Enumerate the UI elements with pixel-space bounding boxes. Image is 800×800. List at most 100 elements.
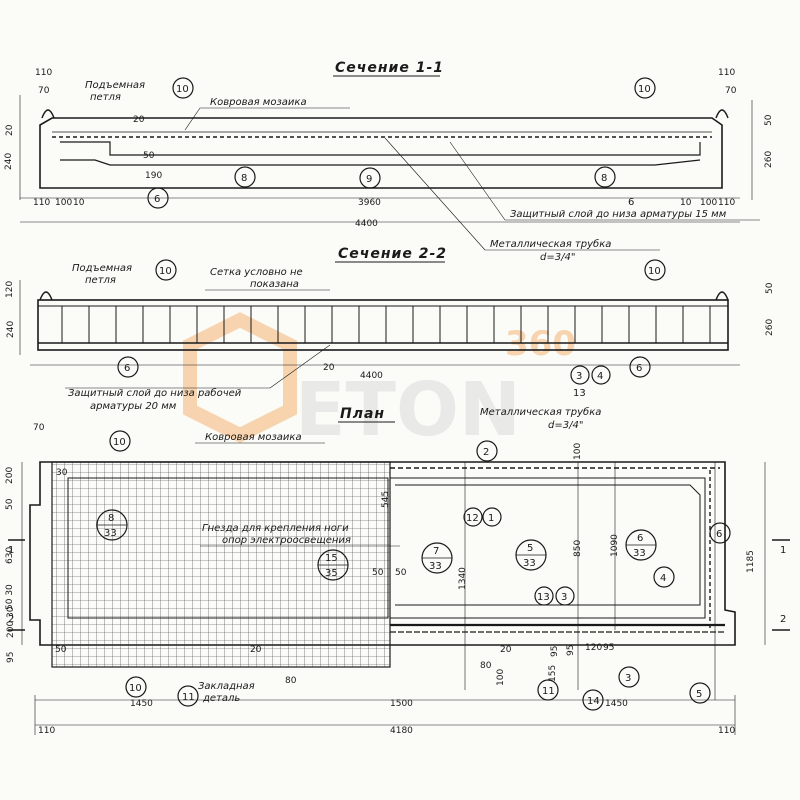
plan-dim-850: 850: [573, 540, 583, 557]
label-embedded-1: Закладная: [198, 681, 255, 692]
label-carpet-mosaic: Ковровая мозаика: [210, 97, 307, 108]
section-1-1: Сечение 1-1 110 70 20 240 20 50 190 110 …: [4, 60, 774, 263]
plan-dim-120: 120: [585, 643, 602, 653]
callout-11-a: 11: [182, 692, 195, 703]
label-protective-layer: Защитный слой до низа арматуры 15 мм: [510, 209, 727, 220]
callout-6-b: 6: [628, 197, 634, 208]
callout-3-b: 3: [561, 592, 567, 603]
dim-50-c: 50: [765, 282, 775, 294]
label-protective-layer-2a: Защитный слой до низа рабочей: [68, 387, 242, 399]
watermark-number: 360: [505, 324, 576, 364]
dim-110-d: 110: [718, 68, 735, 78]
dim-110-a: 110: [35, 68, 52, 78]
dim-20-a: 20: [5, 124, 15, 136]
label-socket-2: опор электроосвещения: [222, 535, 351, 546]
plan-dim-95: 95: [6, 652, 16, 663]
label-tube-dia: d=3/4": [540, 252, 575, 263]
dim-240-a: 240: [4, 153, 14, 170]
callout-6-c: 6: [124, 363, 130, 374]
dim-70-a: 70: [38, 86, 50, 96]
callout-10-f: 10: [129, 683, 142, 694]
label-lifting-loop-4: петля: [85, 275, 116, 286]
watermark-text: ETON: [295, 367, 521, 453]
plan-dim-1090: 1090: [610, 534, 620, 557]
callout-6-d: 6: [636, 363, 642, 374]
plan-dim-30: 30: [56, 468, 68, 478]
callout-10-c: 10: [159, 266, 172, 277]
mosaic-grid: [52, 462, 390, 667]
callout-5-33-bottom: 33: [523, 558, 536, 569]
plan-dim-1500: 1500: [390, 699, 413, 709]
dim-4400-b: 4400: [360, 371, 383, 381]
callout-11-b: 11: [542, 686, 555, 697]
callout-4-a: 4: [597, 371, 603, 382]
callout-10-b: 10: [638, 84, 651, 95]
callout-8-a: 8: [241, 173, 247, 184]
section-mark-2-left: 2: [8, 614, 14, 625]
section-mark-2-right: 2: [780, 614, 786, 625]
label-embedded-2: деталь: [202, 693, 240, 704]
stirrup-lines: [61, 306, 711, 343]
label-mesh-not-shown-1: Сетка условно не: [210, 267, 303, 278]
plan-dim-50-b: 50: [55, 645, 67, 655]
label-mesh-not-shown-2: показана: [250, 279, 299, 290]
label-tube-dia-plan: d=3/4": [548, 420, 583, 431]
plan-dim-20: 20: [500, 645, 512, 655]
dim-120: 120: [5, 281, 15, 298]
label-carpet-mosaic-plan: Ковровая мозаика: [205, 432, 302, 443]
plan-dim-1450-a: 1450: [130, 699, 153, 709]
callout-3-c: 3: [625, 673, 631, 684]
dim-260-b: 260: [765, 319, 775, 336]
dim-70-b: 70: [725, 86, 737, 96]
plan-dim-50: 50: [5, 498, 15, 510]
section-2-2: Сечение 2-2 120 240 20 4400 50 260 Подъе…: [5, 246, 775, 412]
plan-dim-1185: 1185: [746, 550, 756, 573]
plan-dim-100-a: 100: [573, 443, 583, 460]
plan-dim-1340: 1340: [458, 567, 468, 590]
callout-10-a: 10: [176, 84, 189, 95]
dim-240-b: 240: [6, 321, 16, 338]
plan-dim-100-b: 100: [496, 669, 506, 686]
dim-10-a: 10: [73, 198, 85, 208]
plan-dim-1450-b: 1450: [605, 699, 628, 709]
plan-dim-155: 155: [548, 665, 558, 682]
dim-110-c: 110: [718, 198, 735, 208]
callout-10-e: 10: [113, 437, 126, 448]
label-protective-layer-2b: арматуры 20 мм: [90, 401, 177, 412]
plan-dim-95-b: 95: [550, 646, 560, 657]
dim-4400-a: 4400: [355, 219, 378, 229]
plan-dim-95-d: 95: [603, 643, 614, 653]
dim-260-a: 260: [764, 151, 774, 168]
callout-3-a: 3: [576, 371, 582, 382]
plan-dim-110-a: 110: [38, 726, 55, 736]
plan-dim-50-c: 50: [372, 568, 384, 578]
callout-14: 14: [587, 696, 600, 707]
callout-6-33-bottom: 33: [633, 548, 646, 559]
dim-10-b: 10: [680, 198, 692, 208]
callout-15-35-top: 15: [325, 553, 338, 564]
plan-dim-110-b: 110: [718, 726, 735, 736]
callout-8-33-bottom: 33: [104, 528, 117, 539]
dim-100-a: 100: [55, 198, 72, 208]
callout-7-33-bottom: 33: [429, 561, 442, 572]
dim-50-b: 50: [764, 114, 774, 126]
callout-8-b: 8: [601, 173, 607, 184]
plan-dim-4180: 4180: [390, 726, 413, 736]
plan-dim-200: 200: [5, 467, 15, 484]
label-metal-tube-plan: Металлическая трубка: [480, 406, 601, 418]
callout-6-e: 6: [716, 529, 722, 540]
plan-dim-80-a: 80: [480, 661, 492, 671]
plan-dim-80-b: 80: [285, 676, 297, 686]
label-socket-1: Гнезда для крепления ноги: [202, 523, 349, 534]
dim-190-a: 190: [145, 171, 162, 181]
plan-view: План Металлическая трубка d=3/4" Коврова…: [5, 406, 790, 736]
label-lifting-loop-1: Подъемная: [85, 80, 145, 91]
callout-6-a: 6: [154, 194, 160, 205]
callout-7-33-top: 7: [433, 546, 439, 557]
callout-5: 5: [696, 689, 702, 700]
plan-dim-70: 70: [33, 423, 45, 433]
plan-dim-630: 630: [5, 547, 15, 564]
plan-dim-50-30: 50 30: [5, 584, 15, 610]
